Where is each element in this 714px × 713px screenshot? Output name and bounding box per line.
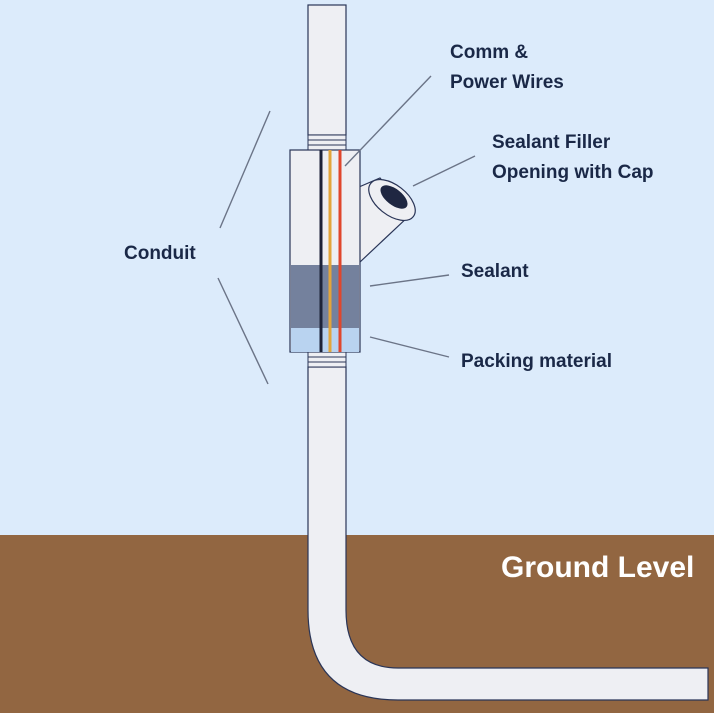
leader-filler — [412, 155, 476, 187]
leader-sealant — [369, 274, 450, 287]
filler-opening — [380, 185, 408, 209]
sealant-layer — [291, 265, 359, 328]
label-conduit: Conduit — [124, 243, 196, 264]
wires — [319, 150, 342, 352]
leader-conduit-lower — [217, 277, 269, 385]
label-sealant: Sealant — [461, 261, 529, 282]
leader-conduit-upper — [219, 110, 271, 229]
leader-packing — [369, 336, 450, 358]
leader-comm-power — [344, 75, 432, 167]
label-packing-material: Packing material — [461, 351, 612, 372]
leader-lines — [217, 75, 476, 385]
upper-conduit-pipe — [307, 4, 347, 136]
label-ground-level: Ground Level — [501, 551, 694, 584]
label-comm-power-line1: Comm & — [450, 42, 528, 63]
label-sealant-filler-line2: Opening with Cap — [492, 162, 654, 183]
label-sealant-filler-line1: Sealant Filler — [492, 132, 611, 153]
packing-layer — [291, 328, 359, 352]
lower-conduit-pipe — [307, 366, 709, 701]
lower-coupling-ridges — [307, 351, 347, 368]
upper-coupling-ridges — [307, 134, 347, 151]
label-comm-power-line2: Power Wires — [450, 72, 564, 93]
